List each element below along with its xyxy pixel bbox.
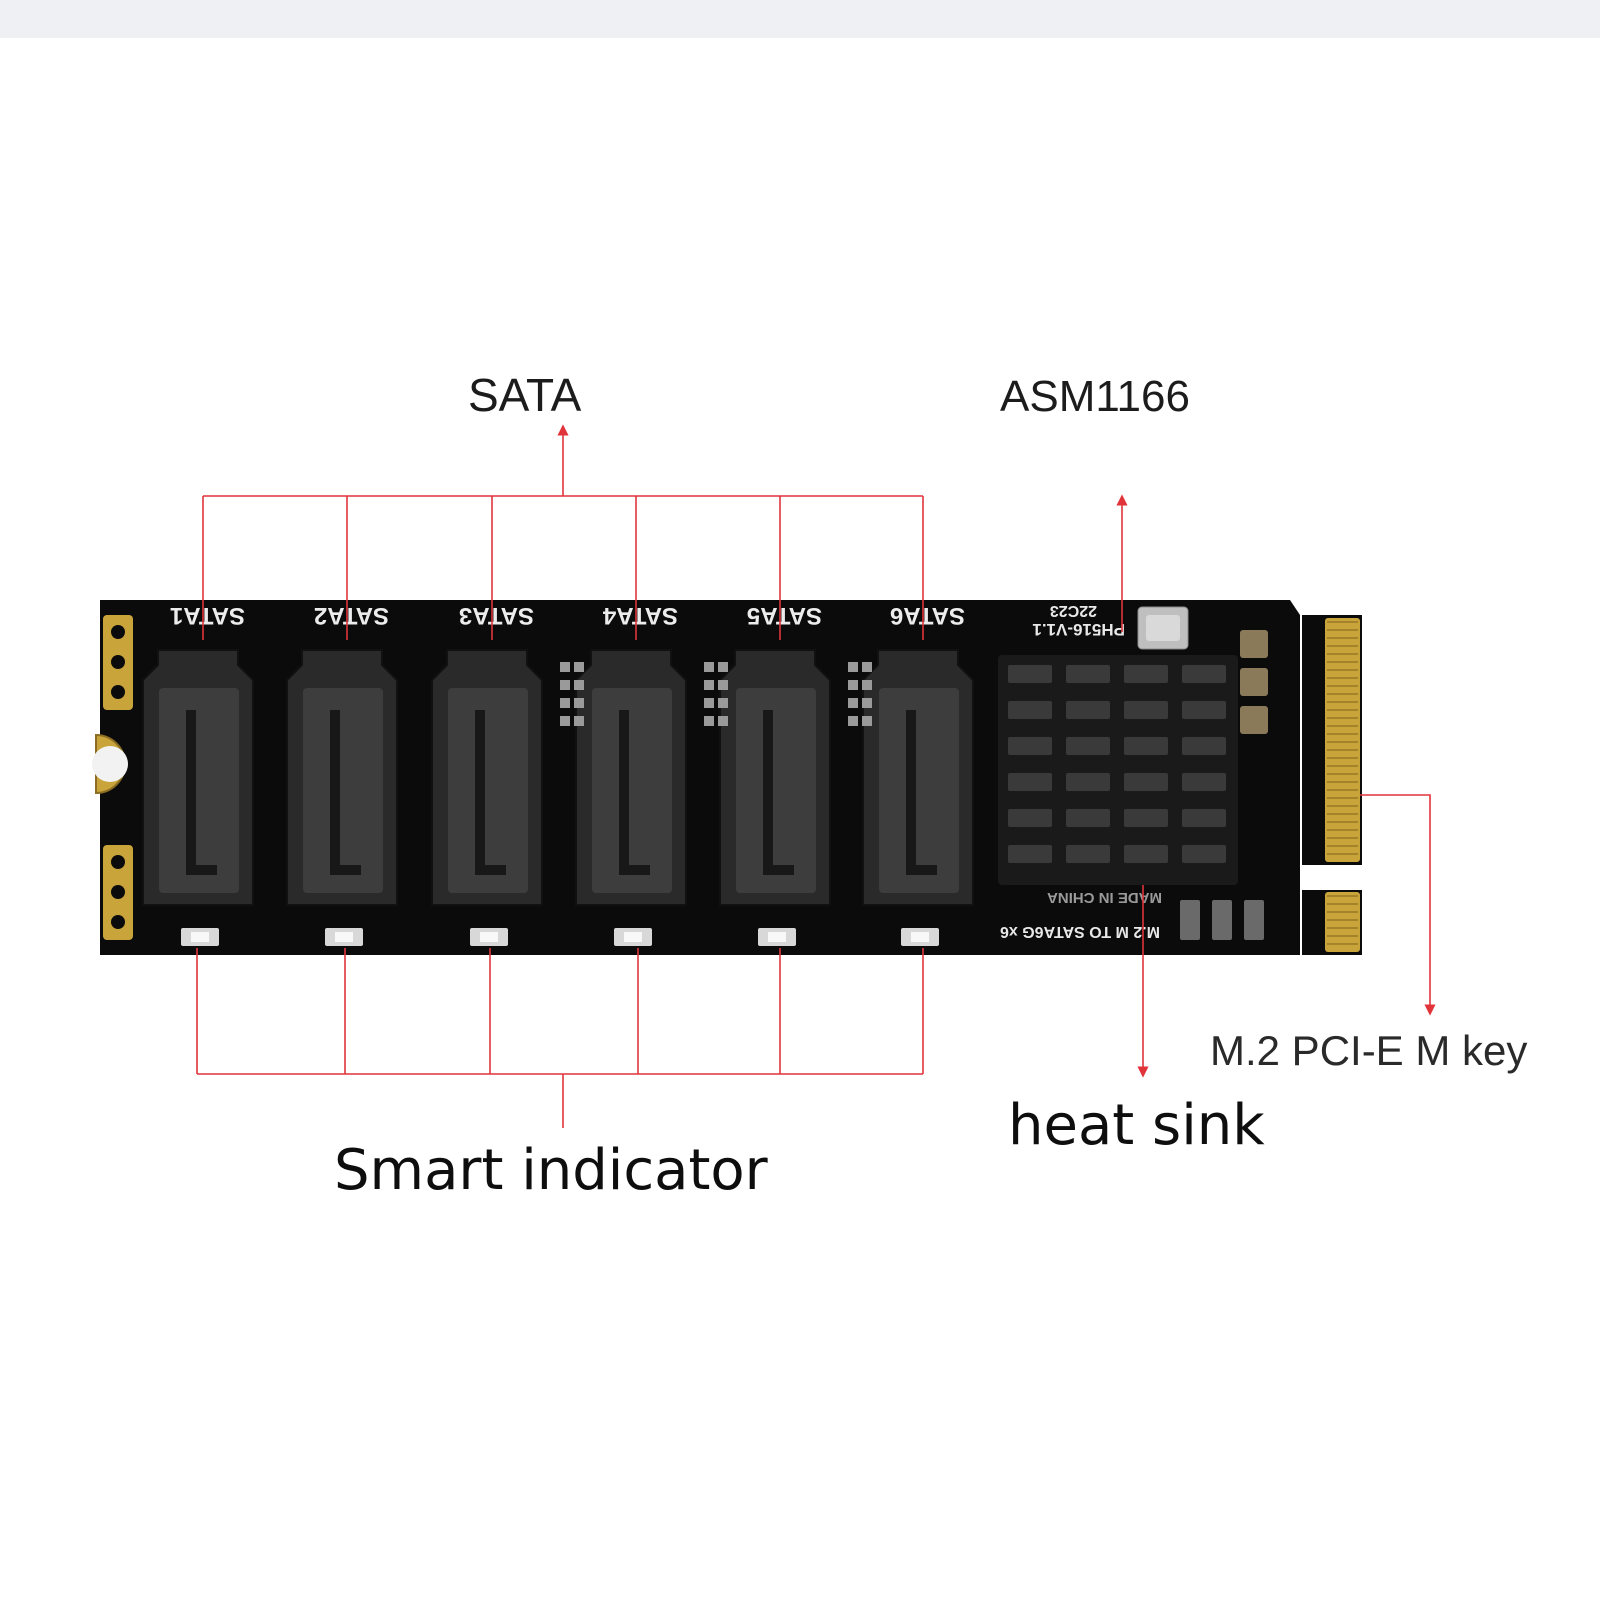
silkscreen-text: PH516-V1.1 22C23 MADE IN CHINA M.2 M TO … (1000, 602, 1162, 940)
heat-sink-fin (1182, 773, 1226, 791)
heat-sink-fin (1066, 665, 1110, 683)
heat-sink-fin (1008, 773, 1052, 791)
heat-sink-fin (1008, 845, 1052, 863)
port-slot (159, 688, 239, 893)
adapter-board: SATA1 SATA2 SATA3 SATA4 SATA5 SATA6 PH516-V1.… (92, 600, 1362, 955)
mkey-arrow (1360, 794, 1436, 1016)
led-lens (480, 932, 498, 942)
port-slot (303, 688, 383, 893)
led-lens (768, 932, 786, 942)
port-key (186, 710, 217, 875)
callout-lines (196, 424, 1436, 1128)
heat-sink-fin (1008, 665, 1052, 683)
port-key (906, 710, 937, 875)
gold-finger-pins (1327, 621, 1358, 945)
led-lens (191, 932, 209, 942)
led-lens (911, 932, 929, 942)
silk-date-code: 22C23 (1050, 602, 1097, 619)
heat-sink-fin (1182, 665, 1226, 683)
heat-sink-fin (1008, 737, 1052, 755)
port-label-sata6: SATA6 (890, 602, 965, 629)
heat-sink-fin (1008, 701, 1052, 719)
sata-port-2: SATA2 (286, 602, 398, 946)
mounting-hole (92, 746, 128, 782)
heat-sink-fin (1008, 809, 1052, 827)
heat-sink-fin (1124, 809, 1168, 827)
callout-controller-chip: ASM1166 (1000, 372, 1190, 421)
port-key (475, 710, 506, 875)
port-label-sata5: SATA5 (747, 602, 822, 629)
heat-sink-fin (1066, 737, 1110, 755)
smd-pads (560, 662, 584, 726)
crystal-oscillator (1137, 606, 1189, 650)
heat-sink-fin (1066, 701, 1110, 719)
heat-sink-fin (1066, 809, 1110, 827)
heat-sink-fin (1124, 773, 1168, 791)
top-strip (0, 0, 1600, 38)
sata-port-4: SATA4 (575, 602, 687, 946)
heat-sink-fin (1124, 701, 1168, 719)
port-key (330, 710, 361, 875)
port-key (619, 710, 650, 875)
silk-model: PH516-V1.1 (1032, 620, 1125, 639)
heat-sink-fin (1182, 737, 1226, 755)
led-lens (624, 932, 642, 942)
sata-port-6: SATA6 (862, 602, 974, 946)
port-slot (592, 688, 672, 893)
sata-port-5: SATA5 (719, 602, 831, 946)
heat-sink-fin (1124, 665, 1168, 683)
callout-mkey-connector: M.2 PCI-E M key (1210, 1027, 1528, 1074)
left-header-pins (103, 615, 133, 940)
smd-pads (704, 662, 728, 726)
port-slot (448, 688, 528, 893)
heat-sink (998, 655, 1238, 885)
capacitors (1180, 630, 1268, 940)
silk-origin: MADE IN CHINA (1047, 889, 1162, 906)
sata-port-3: SATA3 (431, 602, 543, 946)
sata-port-1: SATA1 (142, 602, 254, 946)
heat-sink-fin (1182, 701, 1226, 719)
gold-finger-connector (1302, 615, 1362, 955)
silk-product: M.2 M TO SATA6G x6 (1000, 923, 1160, 940)
heat-sink-fin (1066, 845, 1110, 863)
heat-sink-fin (1182, 845, 1226, 863)
port-label-sata4: SATA4 (602, 602, 678, 629)
port-label-sata2: SATA2 (314, 602, 389, 629)
callout-sata: SATA (468, 369, 582, 421)
port-slot (879, 688, 959, 893)
heat-sink-fin (1182, 809, 1226, 827)
smd-pads (848, 662, 872, 726)
port-key (763, 710, 794, 875)
port-label-sata1: SATA1 (170, 602, 245, 629)
heat-sink-fin (1124, 737, 1168, 755)
sata-ports: SATA1 SATA2 SATA3 SATA4 SATA5 SATA6 (142, 602, 974, 946)
callout-smart-indicator: Smart indicator (334, 1138, 768, 1203)
port-label-sata3: SATA3 (459, 602, 534, 629)
heat-sink-fin (1066, 773, 1110, 791)
callout-heat-sink: heat sink (1008, 1093, 1265, 1158)
led-lens (335, 932, 353, 942)
port-slot (736, 688, 816, 893)
heat-sink-fin (1124, 845, 1168, 863)
